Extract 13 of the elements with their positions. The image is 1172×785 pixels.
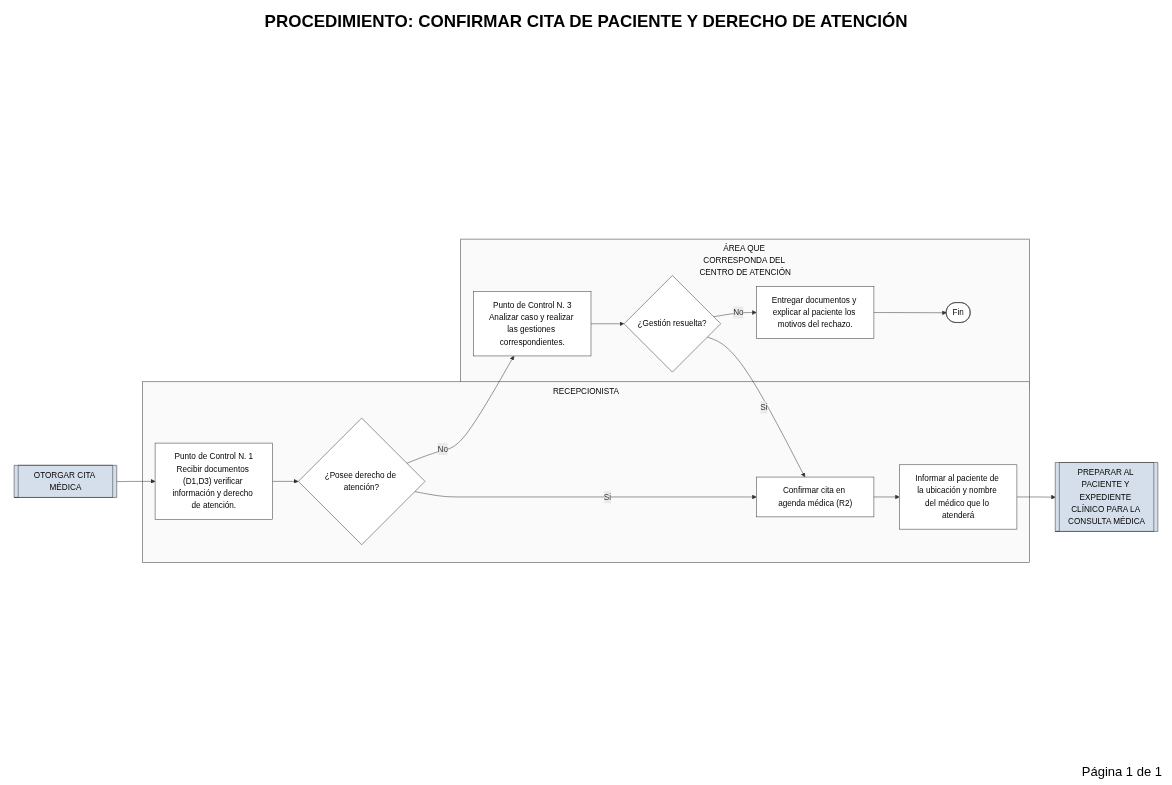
node-diamond: ¿Gestión resuelta? bbox=[623, 275, 721, 373]
page-number: Página 1 de 1 bbox=[1080, 764, 1162, 779]
node-box: Entregar documentos y explicar al paciente los motivos del rechazo. bbox=[756, 286, 875, 339]
edge-label: No bbox=[437, 444, 448, 454]
node-box: Informar al paciente de la ubicación y nombre del médico que lo atenderá bbox=[899, 464, 1018, 530]
diagram-title: PROCEDIMIENTO: CONFIRMAR CITA DE PACIENTE Y DERECHO DE ATENCIÓN bbox=[263, 12, 909, 32]
node-box: Punto de Control N. 3 Analizar caso y realizar las gestiones correspondientes. bbox=[473, 291, 592, 357]
node-diamond: ¿Posee derecho de atención? bbox=[298, 417, 426, 546]
edge-label: Si bbox=[603, 492, 612, 502]
edge-label: Si bbox=[760, 402, 768, 412]
edge-label: No bbox=[733, 308, 744, 317]
node-box: Confirmar cita en agenda médica (R2) bbox=[756, 476, 875, 518]
node-box: Punto de Control N. 1 Recibir documentos (D1,D3) verificar información y derecho de atención. bbox=[154, 443, 273, 521]
